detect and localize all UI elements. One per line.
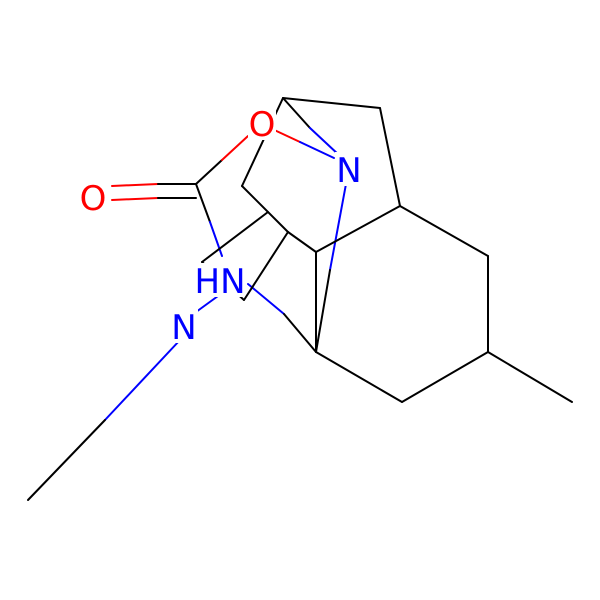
atom-o-ring: O	[248, 105, 276, 145]
bond-line	[241, 97, 284, 187]
bond-line	[111, 183, 159, 187]
bond-line	[195, 183, 211, 223]
atom-label: O	[80, 179, 107, 219]
bond-line	[309, 127, 341, 157]
bond-layer	[27, 97, 573, 501]
bond-line	[243, 231, 289, 301]
bond-line	[247, 283, 285, 315]
bond-line	[104, 339, 181, 421]
atom-label-background	[196, 263, 244, 297]
bond-line	[27, 419, 106, 501]
bond-line	[282, 97, 381, 109]
atom-n-ethyl: N	[170, 308, 198, 348]
atom-label: O	[249, 105, 276, 145]
bond-line	[399, 205, 489, 257]
bond-line	[379, 107, 401, 207]
atom-n-bridge: N	[335, 151, 363, 191]
bond-line	[221, 135, 249, 161]
atom-n-amine: HN	[195, 262, 246, 302]
bond-line	[299, 141, 335, 159]
bond-line	[401, 351, 489, 403]
bond-line	[329, 183, 347, 271]
atom-o-carbonyl: O	[79, 179, 107, 219]
atom-layer: O O N HN N	[79, 105, 363, 348]
bond-line	[195, 295, 219, 313]
atom-label: N	[171, 308, 196, 348]
atom-label-background	[170, 309, 198, 343]
bond-line	[282, 97, 311, 129]
atom-label-background	[335, 152, 363, 186]
atom-label-background	[79, 180, 107, 214]
bond-line	[201, 211, 269, 263]
bond-line	[241, 185, 289, 233]
bond-line	[487, 351, 573, 403]
bond-line	[287, 231, 317, 253]
atom-label: N	[336, 151, 361, 191]
bond-line	[283, 313, 317, 353]
bond-line	[315, 269, 331, 353]
bond-line	[195, 159, 223, 185]
bond-line	[111, 197, 159, 201]
bond-line	[315, 351, 403, 403]
bond-line	[315, 205, 401, 253]
atom-label: HN	[195, 262, 246, 302]
atom-label-background	[248, 106, 276, 140]
bond-line	[209, 221, 223, 257]
